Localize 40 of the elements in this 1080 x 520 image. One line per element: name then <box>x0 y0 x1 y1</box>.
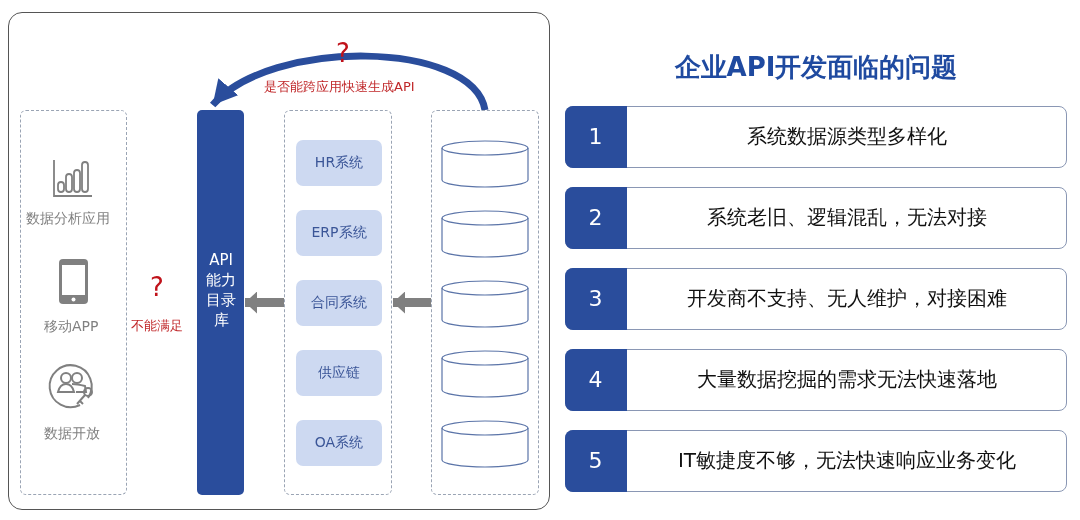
problem-text: 系统老旧、逻辑混乱，无法对接 <box>706 204 988 231</box>
question-mark: ? <box>150 272 164 302</box>
step-number: 4 <box>564 348 627 411</box>
database-cylinder <box>441 210 529 258</box>
problem-card <box>565 268 1067 330</box>
heading: 企业API开发面临的问题 <box>673 51 959 84</box>
step-number: 1 <box>564 105 627 168</box>
question-mark: ? <box>336 38 350 68</box>
system-box: HR系统 <box>296 140 382 186</box>
step-number: 2 <box>564 186 627 249</box>
system-box: 合同系统 <box>296 280 382 326</box>
edge-label: 是否能跨应用快速生成API <box>264 78 415 96</box>
system-box: ERP系统 <box>296 210 382 256</box>
arrow <box>210 52 489 112</box>
system-box: OA系统 <box>296 420 382 466</box>
problem-card <box>565 349 1067 411</box>
database-cylinder <box>441 420 529 468</box>
app-label: 移动APP <box>44 318 99 336</box>
arrow <box>393 291 431 314</box>
arrow <box>245 291 284 314</box>
problem-card <box>565 430 1067 492</box>
dashed-column <box>284 110 392 495</box>
database-cylinder <box>441 350 529 398</box>
problem-text: 系统数据源类型多样化 <box>746 123 948 150</box>
catalog-title: API能力目录库 <box>206 250 236 330</box>
problem-card <box>565 106 1067 168</box>
step-number: 3 <box>564 267 627 330</box>
status-note: 不能满足 <box>131 317 183 335</box>
step-number: 5 <box>564 429 627 492</box>
catalog-bar <box>197 110 244 495</box>
system-box: 供应链 <box>296 350 382 396</box>
problem-text: 大量数据挖掘的需求无法快速落地 <box>696 366 998 393</box>
problem-text: IT敏捷度不够，无法快速响应业务变化 <box>676 447 1018 474</box>
database-cylinder <box>441 280 529 328</box>
app-label: 数据分析应用 <box>26 210 110 228</box>
database-cylinder <box>441 140 529 188</box>
dashed-column <box>431 110 539 495</box>
problem-card <box>565 187 1067 249</box>
problem-text: 开发商不支持、无人维护，对接困难 <box>686 285 1008 312</box>
app-label: 数据开放 <box>44 425 100 443</box>
